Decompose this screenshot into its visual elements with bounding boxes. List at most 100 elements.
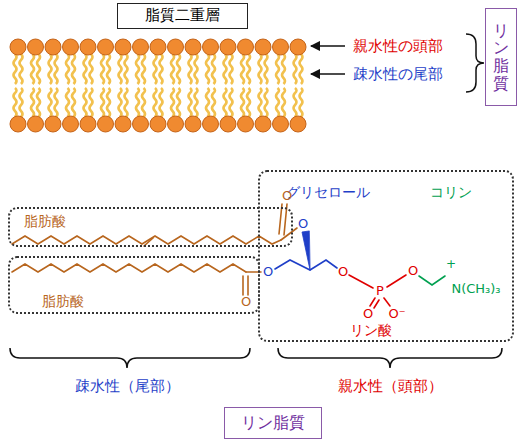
lipid-head <box>290 39 306 55</box>
phosphate-bond <box>349 275 373 288</box>
wedge-bond <box>302 231 310 270</box>
lipid-tail <box>189 54 192 84</box>
lipid-tail <box>154 88 157 117</box>
vertical-label-box: リン脂質 <box>485 8 517 106</box>
lipid-tail <box>230 88 233 117</box>
lipid-head <box>45 116 61 132</box>
lipid-tail <box>20 54 23 84</box>
atom-label: O <box>338 265 348 279</box>
lipid-tail <box>84 54 87 84</box>
lipid-tail <box>276 88 279 117</box>
lipid-tail <box>247 88 250 117</box>
lipid-tail <box>37 54 40 84</box>
double-bond <box>144 238 153 246</box>
atom-label: O <box>363 307 373 321</box>
lipid-tail <box>171 54 174 84</box>
lipid-head <box>203 39 219 55</box>
atom-label: O <box>298 217 308 231</box>
choline-chain <box>419 276 445 285</box>
leader-arrow <box>311 73 345 75</box>
lipid-tail <box>294 54 297 84</box>
lipid-tail <box>282 54 285 84</box>
lipid-head <box>98 116 114 132</box>
lipid-bilayer <box>10 39 306 132</box>
lipid-tail <box>125 88 128 117</box>
lipid-tail <box>294 88 297 117</box>
lipid-tail <box>224 88 227 117</box>
fatty-acid-region: 脂肪酸 <box>8 207 293 247</box>
lipid-tail <box>300 88 303 117</box>
lipid-tail <box>55 88 58 117</box>
lipid-tail <box>206 88 209 117</box>
lipid-tail <box>136 54 139 84</box>
lipid-tail <box>14 88 17 117</box>
node-text: 脂肪酸 <box>42 293 84 309</box>
title-box: 脂質二重層 <box>117 3 248 29</box>
lipid-head <box>273 39 289 55</box>
lipid-head <box>45 39 61 55</box>
head-group-region: グリセロールコリンリン酸 <box>258 170 514 342</box>
atom-label: O <box>408 264 418 278</box>
lipid-head <box>220 39 236 55</box>
phosphate-bond <box>384 298 390 306</box>
lipid-head <box>63 116 79 132</box>
lipid-tail <box>206 54 209 84</box>
lipid-tail <box>107 88 110 117</box>
leader-arrow <box>311 45 345 47</box>
curly-brace <box>10 348 250 368</box>
lipid-tail <box>171 88 174 117</box>
lipid-tail <box>49 88 52 117</box>
lipid-tail <box>125 54 128 84</box>
node-text: リン脂質 <box>493 22 509 92</box>
lipid-tail <box>282 88 285 117</box>
carbonyl-bond <box>242 276 244 295</box>
lipid-tail <box>160 88 163 117</box>
lipid-head <box>10 39 26 55</box>
lipid-tail <box>259 54 262 84</box>
lipid-tail <box>259 88 262 117</box>
lipid-tail <box>84 88 87 117</box>
node-text: グリセロール <box>286 184 370 200</box>
lipid-tail <box>230 54 233 84</box>
lipid-head <box>290 116 306 132</box>
lipid-head <box>10 116 26 132</box>
fatty-acid-region: 脂肪酸 <box>8 256 260 314</box>
annotation-label: 疎水性（尾部） <box>75 378 180 395</box>
lipid-head <box>203 116 219 132</box>
lipid-tail <box>212 54 215 84</box>
lipid-tail <box>160 54 163 84</box>
glycerol-backbone <box>275 260 337 270</box>
lipid-tail <box>90 88 93 117</box>
lipid-tail <box>177 88 180 117</box>
lipid-tail <box>72 88 75 117</box>
node-text: リン脂質 <box>241 414 305 432</box>
lipid-head <box>238 116 254 132</box>
lipid-tail <box>107 54 110 84</box>
lipid-head <box>238 39 254 55</box>
lipid-tail <box>224 54 227 84</box>
lipid-head <box>28 39 44 55</box>
lipid-tail <box>119 88 122 117</box>
lipid-head <box>63 39 79 55</box>
caption-box: リン脂質 <box>224 407 322 439</box>
atom-label: O <box>241 295 251 309</box>
lipid-head <box>80 39 96 55</box>
lipid-tail <box>31 88 34 117</box>
lipid-tail <box>154 54 157 84</box>
lipid-tail <box>142 88 145 117</box>
lipid-head <box>115 116 131 132</box>
lipid-tail <box>195 54 198 84</box>
lipid-tail <box>300 54 303 84</box>
lipid-tail <box>142 54 145 84</box>
lipid-tail <box>189 88 192 117</box>
lipid-tail <box>177 54 180 84</box>
node-text: 脂肪酸 <box>24 213 66 229</box>
lipid-head <box>273 116 289 132</box>
lipid-tail <box>66 88 69 117</box>
atom-label: O⁻ <box>388 307 405 321</box>
lipid-head <box>168 116 184 132</box>
atom-label: O <box>282 189 292 203</box>
lipid-head <box>115 39 131 55</box>
lipid-tail <box>14 54 17 84</box>
